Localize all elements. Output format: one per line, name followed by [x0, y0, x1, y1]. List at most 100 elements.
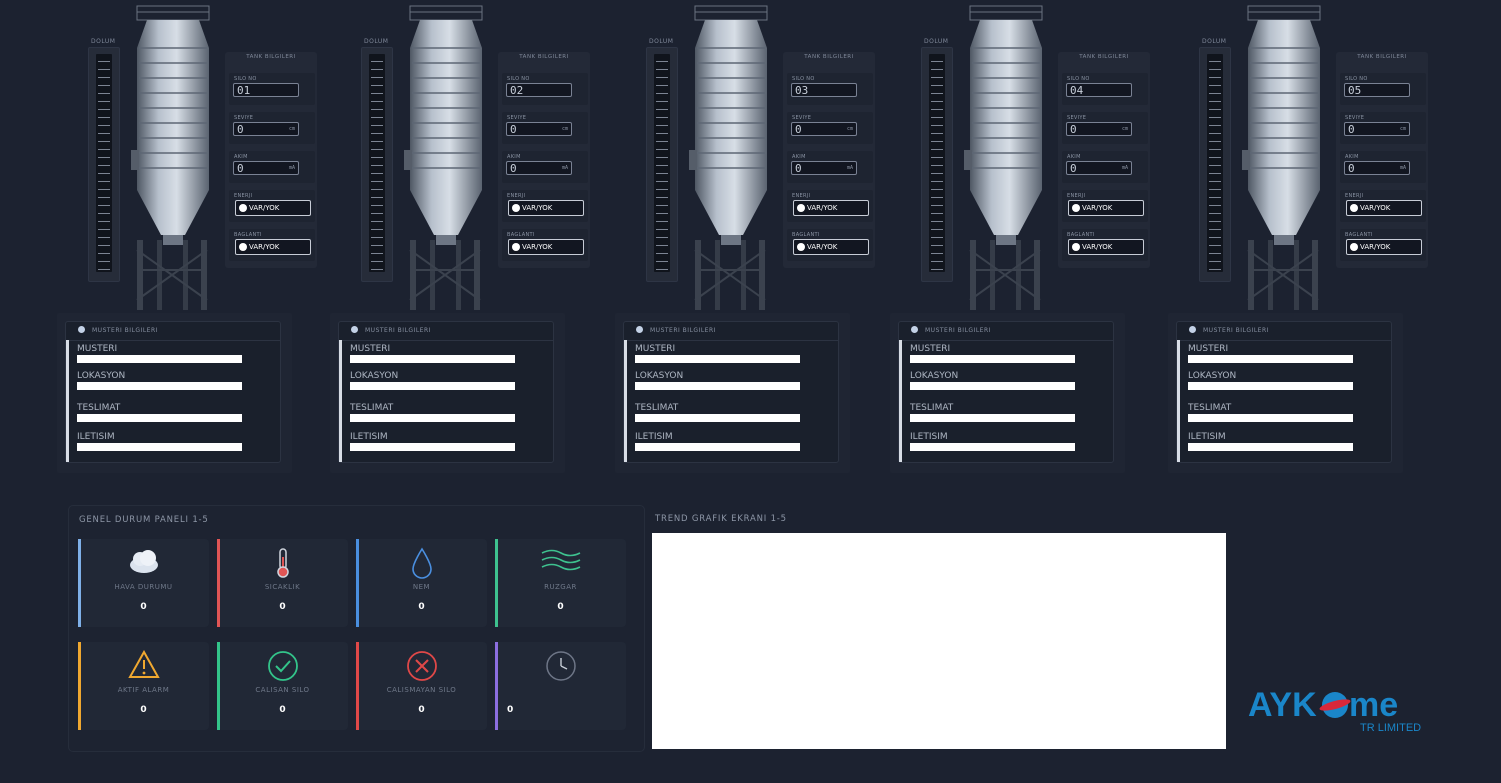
connection-label: BAGLANTI [507, 232, 535, 238]
customer-input[interactable] [77, 355, 242, 363]
connection-field: BAGLANTI VAR/YOK [229, 229, 315, 261]
connection-field: BAGLANTI VAR/YOK [787, 229, 873, 261]
customer-info-title: MUSTERI BILGILERI [365, 327, 431, 334]
silo-no-field: SILO NO 05 [1340, 73, 1426, 105]
silo-graphic-icon [1242, 5, 1321, 310]
energy-status: VAR/YOK [508, 200, 584, 216]
status-dot-icon [1350, 243, 1358, 251]
connection-status: VAR/YOK [793, 239, 869, 255]
status-card-label: CALISMAYAN SILO [386, 686, 457, 694]
current-unit: mA [1121, 165, 1128, 171]
customer-input[interactable] [910, 355, 1075, 363]
fill-gauge-label: DOLUM [649, 38, 674, 45]
location-input[interactable] [77, 382, 242, 390]
silo-no-label: SILO NO [234, 76, 257, 82]
connection-status: VAR/YOK [1346, 239, 1422, 255]
connection-field: BAGLANTI VAR/YOK [502, 229, 588, 261]
connection-status-text: VAR/YOK [807, 243, 838, 251]
status-card-label: HAVA DURUMU [114, 583, 173, 591]
energy-status-text: VAR/YOK [807, 204, 838, 212]
status-card: RUZGAR 0 [495, 539, 626, 627]
level-number: 0 [237, 123, 244, 136]
trend-title: TREND GRAFIK EKRANI 1-5 [655, 514, 787, 524]
status-card: NEM 0 [356, 539, 487, 627]
energy-status-text: VAR/YOK [1082, 204, 1113, 212]
cloud-icon [126, 547, 162, 579]
location-input[interactable] [910, 382, 1075, 390]
status-card-label: CALISAN SILO [255, 686, 310, 694]
location-label: LOKASYON [910, 371, 959, 381]
silo-no-value: 03 [791, 83, 857, 97]
contact-input[interactable] [77, 443, 242, 451]
status-card-value: 0 [279, 705, 286, 715]
current-number: 0 [1070, 162, 1077, 175]
customer-label: MUSTERI [77, 344, 118, 354]
contact-input[interactable] [350, 443, 515, 451]
silo-unit: DOLUM TANK BILGILERI SILO NO [890, 0, 1198, 480]
connection-status-text: VAR/YOK [1360, 243, 1391, 251]
company-logo: AYK me TR LIMITED [1248, 684, 1438, 734]
status-card-value: 0 [140, 602, 147, 612]
status-card-label: RUZGAR [544, 583, 577, 591]
user-icon [78, 326, 85, 333]
current-unit: mA [1399, 165, 1406, 171]
contact-input[interactable] [910, 443, 1075, 451]
status-card-value: 0 [418, 602, 425, 612]
connection-status: VAR/YOK [1068, 239, 1144, 255]
user-icon [636, 326, 643, 333]
location-label: LOKASYON [635, 371, 684, 381]
delivery-label: TESLIMAT [635, 403, 679, 413]
x-circle-icon [406, 650, 438, 686]
customer-info-title: MUSTERI BILGILERI [1203, 327, 1269, 334]
contact-input[interactable] [635, 443, 800, 451]
customer-info-panel: MUSTERI BILGILERI MUSTERI LOKASYON TESLI… [615, 313, 850, 473]
contact-input[interactable] [1188, 443, 1353, 451]
contact-label: ILETISIM [910, 432, 948, 442]
status-card-value: 0 [140, 705, 147, 715]
connection-status-text: VAR/YOK [522, 243, 553, 251]
connection-status: VAR/YOK [235, 239, 311, 255]
customer-input[interactable] [350, 355, 515, 363]
customer-input[interactable] [1188, 355, 1353, 363]
delivery-input[interactable] [350, 414, 515, 422]
status-dot-icon [797, 204, 805, 212]
svg-text:AYK: AYK [1248, 686, 1317, 724]
delivery-input[interactable] [1188, 414, 1353, 422]
connection-label: BAGLANTI [1067, 232, 1095, 238]
level-label: SEVIYE [1067, 115, 1087, 121]
warning-icon [127, 649, 160, 684]
energy-label: ENERJI [1067, 193, 1086, 199]
status-dot-icon [239, 243, 247, 251]
status-panel: GENEL DURUM PANELI 1-5 HAVA DURUMU 0 SIC… [68, 505, 645, 752]
current-unit: mA [288, 165, 295, 171]
location-label: LOKASYON [1188, 371, 1237, 381]
silo-no-label: SILO NO [792, 76, 815, 82]
delivery-input[interactable] [77, 414, 242, 422]
location-input[interactable] [350, 382, 515, 390]
fill-gauge [1199, 47, 1231, 282]
delivery-input[interactable] [910, 414, 1075, 422]
customer-input[interactable] [635, 355, 800, 363]
level-unit: cm [561, 126, 568, 132]
location-input[interactable] [635, 382, 800, 390]
status-dot-icon [1350, 204, 1358, 212]
current-number: 0 [237, 162, 244, 175]
energy-status: VAR/YOK [1068, 200, 1144, 216]
connection-label: BAGLANTI [1345, 232, 1373, 238]
logo-wordmark-icon: AYK me [1248, 686, 1398, 724]
status-card: CALISMAYAN SILO 0 [356, 642, 487, 730]
tank-info-title: TANK BILGILERI [804, 54, 854, 60]
level-number: 0 [1348, 123, 1355, 136]
delivery-input[interactable] [635, 414, 800, 422]
location-input[interactable] [1188, 382, 1353, 390]
